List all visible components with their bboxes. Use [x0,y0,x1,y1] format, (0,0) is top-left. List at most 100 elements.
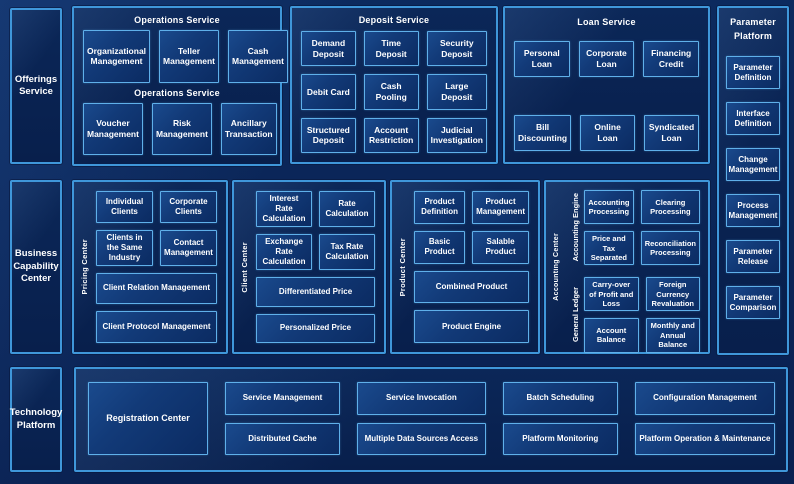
box-client-protocol-management: Client Protocol Management [96,311,217,343]
box-batch-scheduling: Batch Scheduling [502,382,618,415]
box-clearing-processing: Clearing Processing [640,190,700,225]
box-parameter-release: Parameter Release [726,240,780,273]
box-interface-definition: Interface Definition [726,102,780,135]
box-financing-credit: Financing Credit [643,41,699,77]
box-online-loan: Online Loan [580,115,636,151]
box-process-management: Process Management [726,194,780,227]
box-bill-discounting: Bill Discounting [514,115,572,151]
parameter-platform-title-line1: Parameter [730,17,776,27]
box-clients-same-industry: Clients in the Same Industry [96,229,153,266]
accounting-engine-vertical-label: Accounting Engine [570,193,580,262]
box-change-management: Change Management [726,148,780,181]
box-rate-calculation: Rate Calculation [319,191,375,227]
business-capability-center-label: Business Capability Center [13,248,59,285]
box-account-balance: Account Balance [584,318,639,353]
box-ancillary-transaction: Ancillary Transaction [220,102,277,155]
box-judicial-investigation: Judicial Investigation [426,117,487,153]
platform-column-1: Service Management Distributed Cache [225,382,340,455]
parameter-platform-title-line2: Platform [733,30,773,41]
client-center-grid: Interest Rate Calculation Rate Calculati… [256,191,375,343]
loan-row-spacer [514,77,699,115]
box-configuration-management: Configuration Management [634,382,776,415]
offerings-service-rail: Offerings Service [10,8,62,164]
box-security-deposit: Security Deposit [426,31,487,67]
box-registration-center: Registration Center [88,382,208,455]
box-corporate-loan: Corporate Loan [578,41,635,77]
general-ledger-vertical-label: General Ledger [570,287,580,343]
box-cash-pooling: Cash Pooling [363,74,419,110]
pricing-center-panel: Pricing Center Individual Clients Corpor… [72,180,228,354]
box-contact-management: Contact Management [160,229,217,266]
accounting-center-vertical-label: Accounting Center [552,233,560,301]
box-platform-operation-maintenance: Platform Operation & Maintenance [634,422,776,455]
box-risk-management: Risk Management [151,102,212,155]
loan-row-2: Bill Discounting Online Loan Syndicated … [514,115,699,151]
accounting-center-panel: Accounting Center Accounting Engine Acco… [544,180,710,354]
box-exchange-rate-calculation: Exchange Rate Calculation [256,234,312,270]
general-ledger-group: General Ledger Carry-over of Profit and … [571,277,700,353]
parameter-platform-panel: Parameter Platform Parameter Definition … [717,6,789,355]
box-tax-rate-calculation: Tax Rate Calculation [319,234,375,270]
box-platform-monitoring: Platform Monitoring [502,422,618,455]
box-distributed-cache: Distributed Cache [225,422,340,455]
box-demand-deposit: Demand Deposit [301,31,356,67]
box-product-engine: Product Engine [414,310,529,343]
box-interest-rate-calculation: Interest Rate Calculation [256,191,312,227]
platform-column-2: Service Invocation Multiple Data Sources… [356,382,486,455]
platform-column-4: Configuration Management Platform Operat… [634,382,776,455]
box-time-deposit: Time Deposit [363,31,419,67]
product-center-grid: Product Definition Product Management Ba… [414,191,529,343]
client-center-vertical-label: Client Center [239,241,249,293]
box-debit-card: Debit Card [301,74,356,110]
technology-platform-label: Technology Platform [9,407,63,431]
box-parameter-definition: Parameter Definition [726,56,780,89]
operations-service-panel: Operations Service Organizational Manage… [72,6,288,166]
box-personal-loan: Personal Loan [514,41,570,77]
box-account-restriction: Account Restriction [363,117,419,153]
operations-row-2: Voucher Management Risk Management Ancil… [83,102,277,155]
box-service-invocation: Service Invocation [356,382,486,415]
business-capability-center-rail: Business Capability Center [10,180,62,354]
box-price-and-tax-separated: Price and Tax Separated [584,231,634,266]
box-client-relation-management: Client Relation Management [96,272,217,305]
box-differentiated-price: Differentiated Price [256,277,375,307]
deposit-grid: Demand Deposit Time Deposit Security Dep… [301,31,487,153]
box-service-management: Service Management [225,382,340,415]
deposit-service-panel: Deposit Service Demand Deposit Time Depo… [290,6,498,164]
box-parameter-comparison: Parameter Comparison [726,286,780,319]
loan-service-panel: Loan Service Personal Loan Corporate Loa… [503,6,710,164]
client-center-panel: Client Center Interest Rate Calculation … [232,180,386,354]
product-center-vertical-label: Product Center [397,237,407,297]
box-cash-management: Cash Management [228,30,288,83]
box-voucher-management: Voucher Management [83,102,143,155]
box-multiple-data-sources-access: Multiple Data Sources Access [356,422,486,455]
technology-platform-rail: Technology Platform [10,367,62,472]
box-combined-product: Combined Product [414,270,529,304]
technology-platform-panel: Registration Center Service Management D… [74,367,788,472]
box-product-management: Product Management [472,191,529,224]
box-basic-product: Basic Product [414,230,466,264]
platform-column-3: Batch Scheduling Platform Monitoring [502,382,618,455]
box-structured-deposit: Structured Deposit [301,117,356,153]
deposit-service-title: Deposit Service [358,15,430,25]
operations-row-1: Organizational Management Teller Managem… [83,30,288,83]
product-center-panel: Product Center Product Definition Produc… [390,180,540,354]
box-foreign-currency-revaluation: Foreign Currency Revaluation [645,277,700,312]
box-teller-management: Teller Management [159,30,219,83]
box-carry-over-profit-loss: Carry-over of Profit and Loss [584,277,639,312]
offerings-service-label: Offerings Service [14,73,58,97]
box-corporate-clients: Corporate Clients [160,191,217,223]
box-large-deposit: Large Deposit [426,74,487,110]
box-accounting-processing: Accounting Processing [584,190,634,225]
pricing-center-vertical-label: Pricing Center [79,239,89,295]
accounting-engine-group: Accounting Engine Accounting Processing … [571,190,700,266]
box-individual-clients: Individual Clients [96,191,153,223]
parameter-platform-title: Parameter Platform [726,16,780,43]
box-salable-product: Salable Product [472,230,529,264]
box-organizational-management: Organizational Management [83,30,151,83]
loan-service-title: Loan Service [577,17,636,27]
operations-service-subtitle: Operations Service [134,87,220,98]
box-monthly-annual-balance: Monthly and Annual Balance [645,318,700,353]
operations-service-title: Operations Service [134,15,220,25]
